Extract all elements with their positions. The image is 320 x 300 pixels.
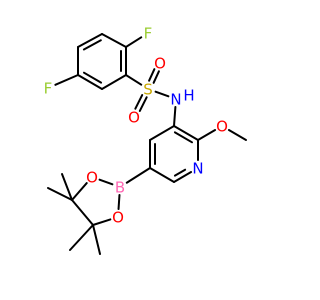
- atom-bg-o_sulf_bottom: [127, 110, 141, 124]
- bond-c_fring5-c_fring6: [101, 74, 127, 90]
- bond-o_bor_bottom-c_pin2: [92, 218, 112, 226]
- bond-c_pyr5-b_boron: [125, 167, 151, 184]
- atom-label-o_methoxy: O: [216, 118, 228, 136]
- atom-bg-o_methoxy: [215, 119, 229, 133]
- atom-bg-o_bor_bottom: [111, 210, 125, 224]
- atom-label-h_amide: H: [183, 87, 194, 105]
- bond-c_pin2-c_me4: [92, 224, 101, 255]
- bond-c_pin2-c_me3: [69, 224, 94, 251]
- bond-c_fring4-c_fring5-inner: [82, 71, 103, 84]
- bond-c_fring2-c_fring3: [77, 33, 103, 48]
- bond-n_pyr-c_pyr6: [173, 171, 193, 183]
- atom-bg-o_sulf_top: [153, 56, 167, 70]
- atom-bg-f_left: [41, 81, 55, 95]
- bond-n_amide-c_pyr3: [173, 105, 177, 127]
- bond-s_sulfonyl-o_sulf_top-b: [148, 68, 156, 82]
- bond-n_pyr-c_pyr6-inner: [173, 168, 187, 177]
- atom-label-s_sulfonyl: S: [143, 81, 153, 99]
- atom-label-o_bor_top: O: [86, 169, 98, 187]
- bond-c_pyr2-o_methoxy: [197, 129, 217, 141]
- atom-label-o_bor_bottom: O: [112, 209, 124, 227]
- bond-c_pin1-c_me2: [61, 173, 73, 201]
- bond-s_sulfonyl-n_amide: [154, 90, 170, 98]
- bond-c_pin1-c_me1: [47, 187, 73, 201]
- bond-c_fring6-s_sulfonyl: [125, 74, 143, 86]
- bond-s_sulfonyl-o_sulf_top-a: [152, 70, 160, 84]
- atom-label-f_left: F: [44, 80, 53, 98]
- bond-o_methoxy-c_methyl: [227, 129, 247, 141]
- bond-b_boron-o_bor_bottom: [117, 193, 121, 211]
- atom-bg-n_amide: [169, 92, 183, 106]
- bond-c_fring1-f_top: [125, 36, 143, 48]
- atom-bg-s_sulfonyl: [141, 82, 155, 96]
- atom-bg-o_bor_top: [85, 170, 99, 184]
- bond-c_pyr6-c_pyr5: [149, 167, 175, 183]
- bond-o_bor_top-c_pin1: [71, 182, 88, 201]
- bond-c_fring1-c_fring2: [101, 33, 127, 48]
- atom-label-n_pyr: N: [192, 160, 203, 178]
- bond-c_pyr3-c_pyr2-inner: [173, 131, 194, 144]
- bond-c_pin1-c_pin2: [71, 199, 94, 226]
- bond-b_boron-o_bor_top: [98, 178, 114, 186]
- atom-label-o_sulf_top: O: [154, 55, 166, 73]
- atom-label-o_sulf_bottom: O: [128, 109, 140, 127]
- atom-bg-b_boron: [113, 180, 127, 194]
- bond-c_fring2-c_fring3-inner: [82, 39, 102, 51]
- bond-s_sulfonyl-o_sulf_bottom-b: [138, 96, 148, 112]
- atom-label-b_boron: B: [115, 179, 125, 197]
- bond-c_fring4-f_left: [54, 74, 79, 86]
- bond-c_pyr3-c_pyr2: [173, 125, 199, 141]
- bond-c_fring4-c_fring5: [77, 74, 103, 90]
- atom-label-n_amide: N: [170, 91, 181, 109]
- atom-bg-f_top: [141, 26, 155, 40]
- atom-bg-h_amide: [182, 88, 196, 102]
- bond-s_sulfonyl-o_sulf_bottom-a: [134, 94, 144, 110]
- bond-layer: [47, 33, 247, 255]
- bond-c_pyr4-c_pyr3: [149, 125, 175, 141]
- atom-label-f_top: F: [144, 25, 153, 43]
- atom-bg-n_pyr: [191, 161, 205, 175]
